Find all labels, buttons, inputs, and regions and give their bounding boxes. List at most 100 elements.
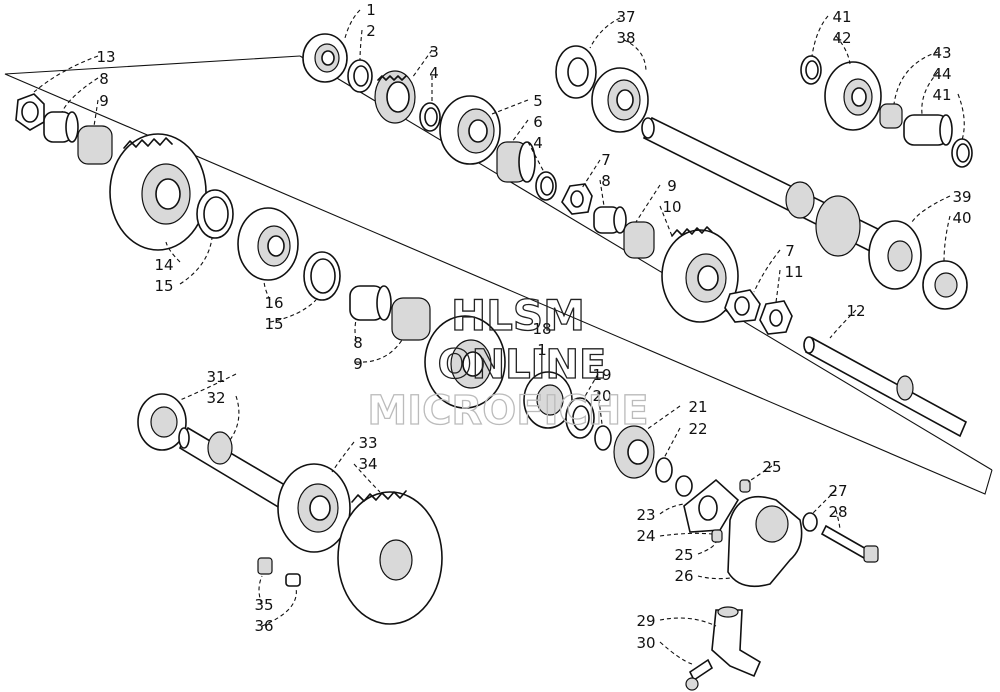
bolt-part-30[interactable] bbox=[685, 658, 714, 691]
gear-part-14[interactable] bbox=[109, 133, 207, 251]
callout-labels: 1 2 3 4 5 6 4 7 8 9 10 37 38 41 42 43 44… bbox=[96, 1, 971, 652]
callout-42: 42 bbox=[832, 29, 851, 47]
dog-gear-part-5[interactable] bbox=[439, 95, 501, 165]
callout-8-left: 8 bbox=[99, 70, 109, 88]
gear-part-42[interactable] bbox=[824, 61, 882, 131]
washer-part-15[interactable] bbox=[196, 189, 234, 239]
callout-25-lower: 25 bbox=[674, 546, 693, 564]
callout-38: 38 bbox=[616, 29, 635, 47]
callout-7-right: 7 bbox=[785, 242, 795, 260]
needle-bearing-part-9-left[interactable] bbox=[77, 125, 113, 165]
gasket-part-23[interactable] bbox=[683, 478, 740, 533]
callout-14: 14 bbox=[154, 256, 173, 274]
snap-ring-part-4[interactable] bbox=[419, 102, 441, 132]
output-shaft[interactable] bbox=[641, 116, 881, 257]
housing-part-26[interactable] bbox=[727, 496, 803, 588]
bearing-part-40[interactable] bbox=[922, 260, 968, 310]
dowel-part-25-lower[interactable] bbox=[711, 529, 723, 543]
o-ring-part-20[interactable] bbox=[594, 425, 612, 451]
washer-part-15-lower[interactable] bbox=[303, 251, 341, 301]
coupler-part-21[interactable] bbox=[613, 425, 655, 479]
washer-part-41[interactable] bbox=[800, 55, 822, 85]
watermark-line-3: MICROFICHE bbox=[367, 388, 648, 434]
washer-part-27[interactable] bbox=[802, 512, 818, 532]
lock-plate-part-7-right[interactable] bbox=[724, 289, 761, 323]
callout-26: 26 bbox=[674, 567, 693, 585]
callout-7: 7 bbox=[601, 151, 611, 169]
callout-37: 37 bbox=[616, 8, 635, 26]
lock-plate-part-7[interactable] bbox=[561, 183, 593, 215]
leader-lines bbox=[33, 9, 965, 665]
bearing-part-1-center[interactable] bbox=[523, 371, 573, 429]
spacer-part-44[interactable] bbox=[903, 114, 953, 146]
watermark-line-1: HLSM bbox=[451, 291, 585, 340]
callout-4: 4 bbox=[429, 64, 439, 82]
bushing-part-43[interactable] bbox=[879, 103, 903, 129]
gear-part-39[interactable] bbox=[868, 220, 922, 290]
callout-40: 40 bbox=[952, 209, 971, 227]
o-ring-part-22b[interactable] bbox=[675, 475, 693, 497]
needle-bearing-part-6[interactable] bbox=[496, 141, 536, 183]
callout-8: 8 bbox=[601, 172, 611, 190]
callout-21: 21 bbox=[688, 398, 707, 416]
bearing-part-31[interactable] bbox=[137, 393, 187, 451]
callout-2: 2 bbox=[366, 22, 376, 40]
dog-part-16[interactable] bbox=[237, 207, 299, 281]
gear-part-10[interactable] bbox=[661, 226, 739, 323]
needle-bearing-part-9-center[interactable] bbox=[391, 297, 431, 341]
bearing-part-1[interactable] bbox=[302, 33, 348, 83]
callout-39: 39 bbox=[952, 188, 971, 206]
callout-11: 11 bbox=[784, 263, 803, 281]
callout-19: 19 bbox=[592, 366, 611, 384]
seal-part-19[interactable] bbox=[565, 397, 595, 439]
washer-part-4-lower[interactable] bbox=[535, 171, 557, 201]
gear-part-3[interactable] bbox=[374, 70, 416, 124]
callout-10: 10 bbox=[662, 198, 681, 216]
washer-part-41-right[interactable] bbox=[951, 138, 973, 168]
callout-24: 24 bbox=[636, 527, 655, 545]
nut-part-11[interactable] bbox=[759, 300, 793, 335]
bushing-part-8[interactable] bbox=[593, 206, 627, 234]
callout-15-lower: 15 bbox=[264, 315, 283, 333]
callout-27: 27 bbox=[828, 482, 847, 500]
callout-23: 23 bbox=[636, 506, 655, 524]
circlip-part-13[interactable] bbox=[15, 93, 45, 131]
callout-43: 43 bbox=[932, 44, 951, 62]
callout-1: 1 bbox=[366, 1, 376, 19]
o-ring-part-22[interactable] bbox=[655, 457, 673, 483]
callout-29: 29 bbox=[636, 612, 655, 630]
screw-part-36[interactable] bbox=[285, 573, 301, 587]
gear-part-18[interactable] bbox=[424, 315, 506, 409]
washer-part-2[interactable] bbox=[347, 59, 373, 93]
callout-32: 32 bbox=[206, 389, 225, 407]
callout-8-center: 8 bbox=[353, 334, 363, 352]
callout-5: 5 bbox=[533, 92, 543, 110]
assembly-boundary-top bbox=[299, 55, 993, 471]
callout-41-right: 41 bbox=[932, 86, 951, 104]
watermark-line-2: ONLINE bbox=[438, 342, 607, 388]
callout-25: 25 bbox=[762, 458, 781, 476]
nut-part-35[interactable] bbox=[257, 557, 273, 575]
watermark: HLSM ONLINE MICROFICHE bbox=[367, 290, 650, 434]
shaft-part-12[interactable] bbox=[803, 336, 968, 438]
callout-28: 28 bbox=[828, 503, 847, 521]
callout-31: 31 bbox=[206, 368, 225, 386]
oil-seal-part-37[interactable] bbox=[555, 45, 597, 99]
bushing-part-8-left[interactable] bbox=[43, 111, 79, 143]
callout-44: 44 bbox=[932, 65, 951, 83]
callout-1-center: 1 bbox=[537, 341, 547, 359]
countershaft-part-32[interactable] bbox=[178, 426, 292, 510]
sensor-part-29[interactable] bbox=[711, 606, 762, 678]
bushing-part-8-center[interactable] bbox=[349, 285, 392, 321]
bolt-part-28[interactable] bbox=[820, 524, 879, 563]
bearing-part-38[interactable] bbox=[591, 67, 649, 133]
needle-bearing-part-9[interactable] bbox=[623, 221, 655, 259]
callout-33: 33 bbox=[358, 434, 377, 452]
bearing-part-33[interactable] bbox=[277, 463, 351, 553]
callout-3: 3 bbox=[429, 43, 439, 61]
assembly-boundary bbox=[4, 55, 993, 495]
gear-part-34[interactable] bbox=[337, 490, 443, 625]
dowel-part-25[interactable] bbox=[739, 479, 751, 493]
callout-4-lower: 4 bbox=[533, 134, 543, 152]
